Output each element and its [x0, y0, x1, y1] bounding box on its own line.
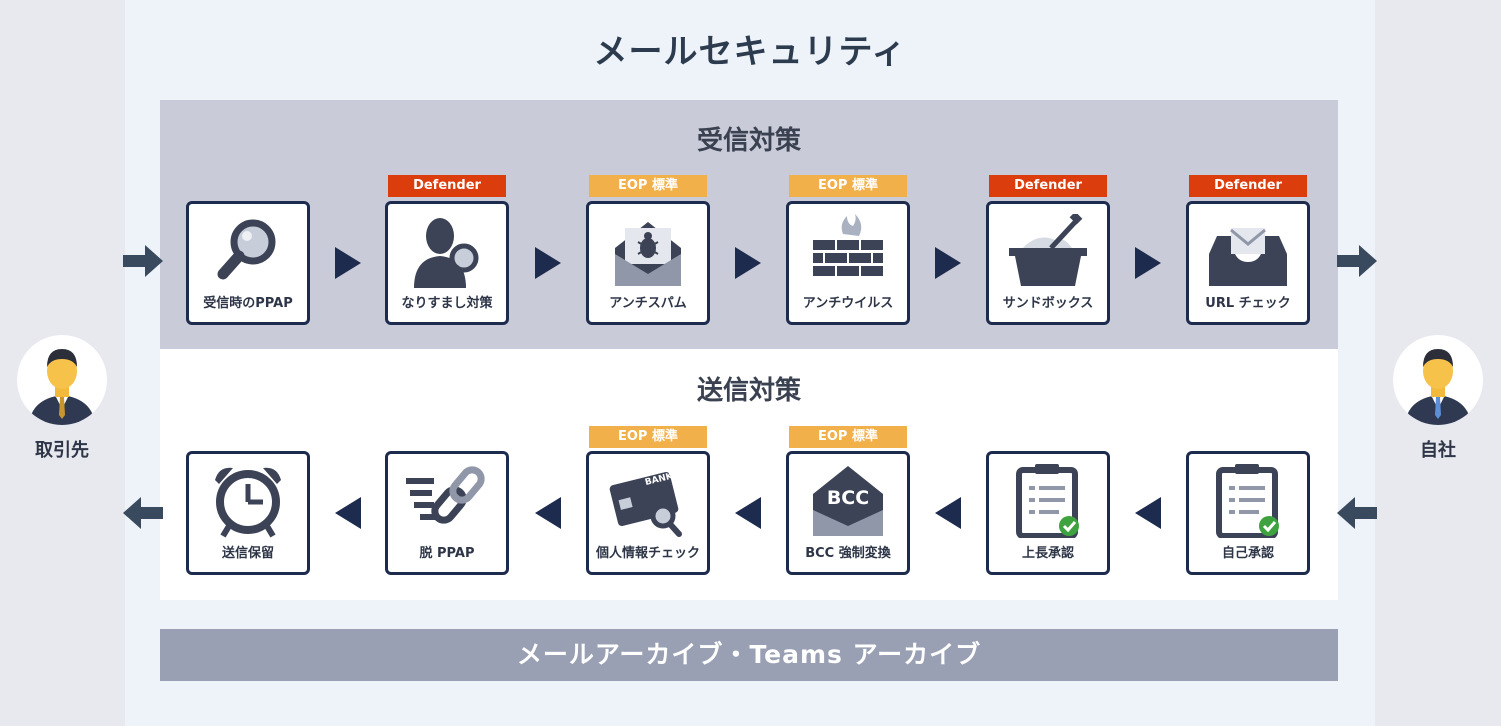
card-label: アンチウイルス	[802, 296, 894, 311]
card-impersonation: なりすまし対策	[385, 201, 509, 325]
flow-arrow-right	[335, 247, 361, 279]
businessman-icon	[1405, 349, 1471, 425]
credit-card-icon: BANK	[609, 471, 682, 537]
card-label: 自己承認	[1221, 546, 1274, 561]
card-label: 個人情報チェック	[595, 546, 700, 561]
card-antivirus: アンチウイルス	[786, 201, 910, 325]
inbox-tray-icon	[1209, 228, 1287, 286]
card-label: 脱 PPAP	[419, 546, 475, 561]
sandbox-icon	[1009, 214, 1087, 286]
badge-eop: EOP 標準	[589, 175, 707, 197]
badge-defender: Defender	[388, 175, 506, 197]
outgoing-arrow	[123, 497, 163, 529]
badge-defender: Defender	[1189, 175, 1307, 197]
card-send-hold: 送信保留	[186, 451, 310, 575]
flow-arrow-right	[535, 247, 561, 279]
card-manager-approval: 上長承認	[986, 451, 1110, 575]
company-label: 自社	[1420, 440, 1456, 461]
badge-eop: EOP 標準	[789, 426, 907, 448]
flow-arrow-left	[335, 497, 361, 529]
page-title: メールセキュリティ	[593, 32, 907, 72]
flow-arrow-left	[935, 497, 961, 529]
receive-section-title: 受信対策	[696, 126, 801, 156]
businessman-icon	[29, 349, 95, 425]
card-label: なりすまし対策	[401, 296, 493, 311]
impersonation-icon	[414, 218, 479, 288]
outflow-arrow	[1337, 245, 1377, 277]
flow-arrow-left	[735, 497, 761, 529]
card-url-check: URL チェック	[1186, 201, 1310, 325]
archive-bar: メールアーカイブ・Teams アーカイブ	[160, 629, 1338, 681]
card-label: サンドボックス	[1002, 296, 1094, 311]
card-pii-check: BANK 個人情報チェック	[586, 451, 710, 575]
card-bcc-convert: BCC BCC 強制変換	[786, 451, 910, 575]
card-no-ppap: 脱 PPAP	[385, 451, 509, 575]
card-label: 上長承認	[1021, 546, 1074, 561]
bcc-text: BCC	[827, 487, 869, 509]
send-section	[160, 349, 1338, 600]
card-label: 受信時のPPAP	[203, 296, 293, 311]
card-label: 送信保留	[221, 546, 274, 561]
flow-arrow-right	[1135, 247, 1161, 279]
card-label: アンチスパム	[609, 296, 687, 311]
card-antispam: アンチスパム	[586, 201, 710, 325]
incoming-send-arrow	[1337, 497, 1377, 529]
card-label: BCC 強制変換	[805, 546, 891, 561]
company-avatar	[1393, 335, 1483, 425]
firewall-icon	[813, 214, 883, 276]
badge-eop: EOP 標準	[589, 426, 707, 448]
flow-arrow-left	[1135, 497, 1161, 529]
partner-label: 取引先	[35, 440, 89, 461]
badge-eop: EOP 標準	[789, 175, 907, 197]
receive-section	[160, 100, 1338, 349]
card-receive-ppap: 受信時のPPAP	[186, 201, 310, 325]
magnifier-icon	[217, 219, 276, 280]
card-self-approval: 自己承認	[1186, 451, 1310, 575]
badge-defender: Defender	[989, 175, 1107, 197]
send-section-title: 送信対策	[696, 376, 801, 406]
alarm-clock-icon	[215, 467, 281, 538]
flow-arrow-left	[535, 497, 561, 529]
inflow-arrow	[123, 245, 163, 277]
card-sandbox: サンドボックス	[986, 201, 1110, 325]
partner-avatar	[17, 335, 107, 425]
bcc-mail-icon: BCC	[813, 466, 883, 536]
flow-arrow-right	[935, 247, 961, 279]
bug-mail-icon	[615, 222, 681, 286]
card-label: URL チェック	[1205, 296, 1291, 311]
chain-link-icon	[406, 466, 485, 524]
flow-arrow-right	[735, 247, 761, 279]
clipboard-check-icon	[1016, 464, 1079, 538]
clipboard-check-icon	[1216, 464, 1279, 538]
